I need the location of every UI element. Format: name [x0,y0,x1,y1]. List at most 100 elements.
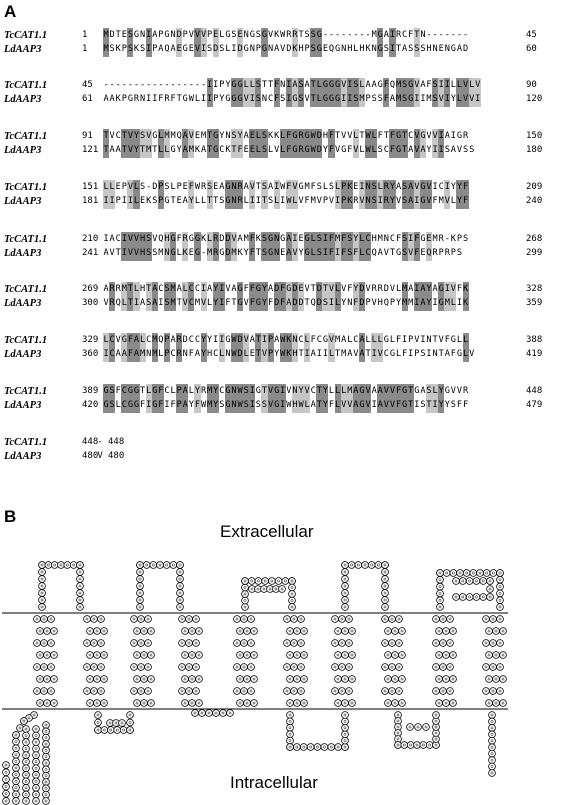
residue: T [231,298,237,308]
residue: N [365,180,372,195]
residue: C [365,246,372,261]
residue: A [377,398,384,413]
residue: K [346,180,353,195]
residue: Y [212,296,219,311]
residue: S [310,28,317,43]
residue: S [140,182,146,192]
residue: C [109,333,116,348]
residue-bead [449,627,457,635]
residue-bead [299,743,308,751]
residue-bead-core [85,689,89,693]
residue: I [413,282,420,297]
residue-bead-core [383,584,387,588]
residue-bead-core [288,720,292,723]
residue-bead [341,699,349,707]
residue: V [414,335,420,345]
residue-bead [36,675,44,683]
residue-bead-core [434,665,438,669]
residue: L [359,145,365,155]
residue-bead-core [386,677,390,681]
residue: G [103,384,110,399]
residue: G [151,398,158,413]
residue: - [133,80,140,90]
residue-bead-core [243,592,247,596]
residue-bead-core [178,591,182,595]
residue-bead-core [34,799,38,803]
residue: I [145,398,152,413]
residue-bead-core [103,728,106,732]
residue: E [249,349,255,359]
residue-bead-core [139,689,143,693]
residue-bead-core [408,725,412,729]
residue: S [401,92,408,107]
residue-bead [489,663,497,671]
residue: T [261,194,268,209]
residue: R [212,246,219,261]
residue-bead [12,731,20,739]
residue: I [444,92,451,107]
residue: F [285,129,292,144]
residue-bead [290,615,298,623]
residue-bead-core [24,747,28,750]
residue-bead [86,675,94,683]
residue: V [462,92,469,107]
residue-bead [42,759,50,767]
residue-bead [488,756,496,764]
residue: I [231,44,237,54]
residue: L [347,335,353,345]
residue: V [328,282,335,297]
residue-bead [384,675,392,683]
residue: R [109,282,116,297]
residue: S [163,282,171,297]
residue: G [224,384,231,399]
residue: V [469,349,475,359]
residue: I [213,80,219,90]
residue-bead [381,589,389,597]
residue-bead [176,561,184,569]
residue: V [194,42,201,57]
residue-bead-core [498,585,502,588]
residue: G [188,234,194,244]
residue: A [407,180,414,195]
residue: K [146,196,152,206]
residue: N [225,131,231,141]
residue: K [450,234,456,244]
residue-bead [192,615,200,623]
residue: I [213,335,219,345]
residue: F [285,143,292,158]
residue-bead-core [178,577,182,581]
residue-bead-core [490,732,494,736]
residue: A [408,284,414,294]
residue-bead [286,675,294,683]
residue-bead [496,582,504,591]
residue: E [249,143,256,158]
residue-bead [341,575,349,583]
residue: G [224,180,231,195]
residue-bead [136,568,144,576]
residue-bead-core [333,617,337,621]
residue: - [365,30,371,40]
residue: S [127,42,134,57]
residue-bead [243,627,251,635]
residue: V [346,398,353,413]
residue: I [358,180,366,195]
residue-bead-core [34,780,38,783]
residue-bead [113,726,121,734]
residue-bead-core [292,617,296,621]
residue-bead [22,751,30,759]
residue: I [346,92,353,107]
residue: S [163,296,171,311]
residue: G [407,78,414,93]
residue: M [395,92,402,107]
residue-bead [496,663,504,671]
residue-bead-core [14,740,18,743]
residue: L [316,78,323,93]
residue-bead-core [88,653,92,657]
residue: R [438,234,444,244]
residue: C [408,131,414,141]
residue: V [97,451,103,461]
residue: Y [438,398,445,413]
residue: G [133,398,140,413]
